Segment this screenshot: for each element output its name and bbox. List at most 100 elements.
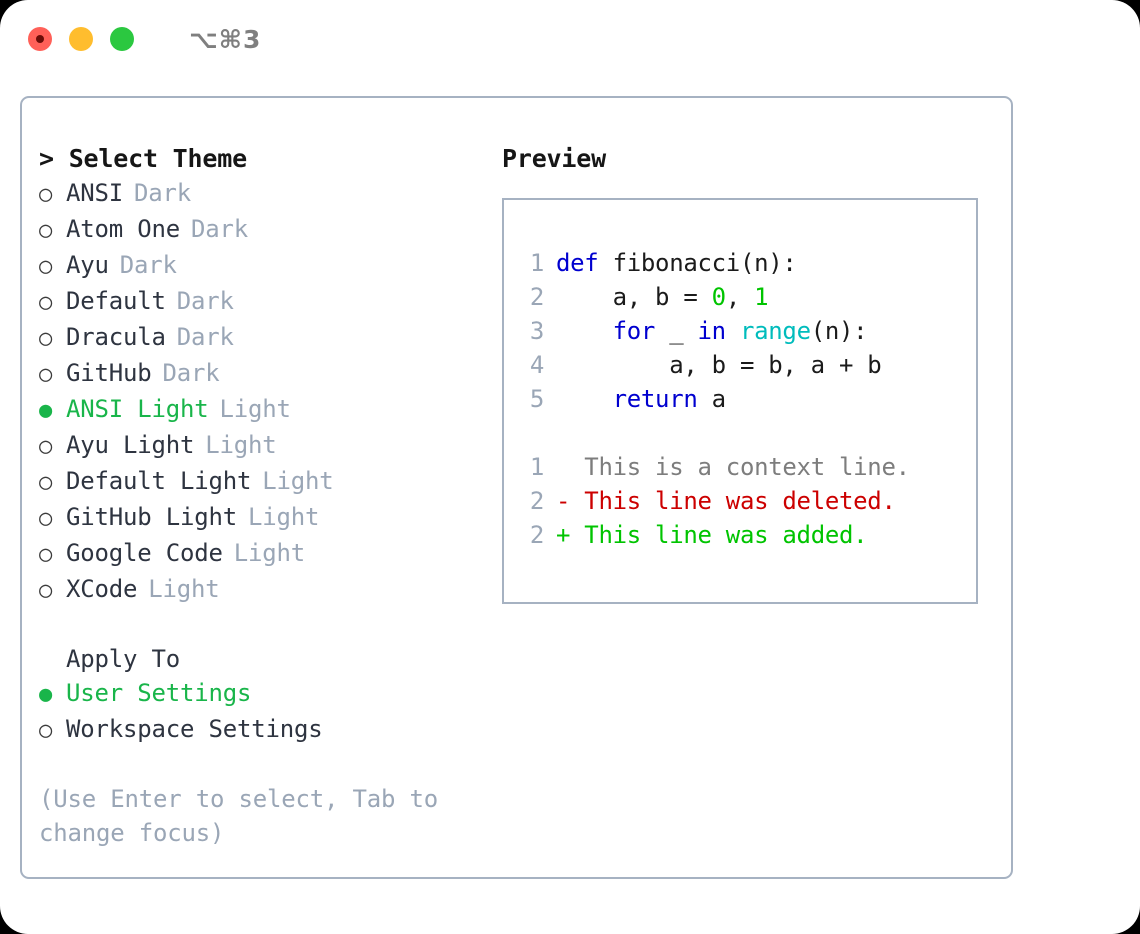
code-token-plain: a [697, 385, 726, 413]
spacer [39, 608, 487, 642]
traffic-lights [28, 27, 134, 51]
zoom-button-icon[interactable] [110, 27, 134, 51]
radio-unselected-icon[interactable]: ○ [39, 434, 53, 459]
radio-unselected-icon[interactable]: ○ [39, 470, 53, 495]
code-token-kw: for [612, 317, 656, 345]
diff-sign: - [556, 487, 571, 515]
diff-sign: + [556, 521, 571, 549]
theme-kind-badge: Light [205, 431, 277, 459]
code-token-plain [556, 317, 613, 345]
theme-name-label: Default Light [66, 467, 252, 495]
diff-sample: 1 This is a context line. 2- This line wa… [518, 450, 976, 552]
radio-unselected-icon[interactable]: ○ [39, 506, 53, 531]
code-text: for _ in range(n): [556, 314, 868, 348]
theme-name-label: XCode [66, 575, 138, 603]
code-line: 4 a, b = b, a + b [518, 348, 976, 382]
line-number: 1 [529, 249, 544, 277]
code-token-fn: range [739, 317, 811, 345]
theme-kind-badge: Light [233, 539, 305, 567]
diff-text: This is a context line. [570, 453, 910, 481]
theme-name-label: Ayu [66, 251, 109, 279]
radio-unselected-icon[interactable]: ○ [39, 326, 53, 351]
code-text: return a [556, 382, 727, 416]
keyboard-hint: (Use Enter to select, Tab to change focu… [39, 785, 438, 847]
theme-list-item[interactable]: ○ Ayu Light Light [39, 428, 487, 464]
theme-list-item[interactable]: ○ GitHub Dark [39, 356, 487, 392]
theme-name-label: Google Code [66, 539, 223, 567]
line-number: 5 [529, 385, 544, 413]
theme-kind-badge: Light [262, 467, 334, 495]
apply-to-heading: Apply To [66, 645, 180, 673]
diff-line: 2+ This line was added. [518, 518, 976, 552]
code-token-plain [556, 385, 613, 413]
minimize-button-icon[interactable] [69, 27, 93, 51]
theme-kind-badge: Dark [176, 287, 234, 315]
theme-kind-badge: Dark [162, 359, 220, 387]
page-title: > Select Theme [39, 144, 247, 173]
theme-kind-badge: Light [219, 395, 291, 423]
radio-unselected-icon[interactable]: ○ [39, 218, 53, 243]
preview-heading: Preview [502, 144, 606, 173]
code-line: 1 def fibonacci(n): [518, 246, 976, 280]
apply-to-option[interactable]: ○ Workspace Settings [39, 712, 487, 748]
code-token-plain: a, b = [556, 283, 712, 311]
radio-unselected-icon[interactable]: ○ [39, 362, 53, 387]
theme-name-label: GitHub Light [66, 503, 237, 531]
spacer [518, 416, 976, 450]
code-token-num: 0 [711, 283, 726, 311]
radio-unselected-icon[interactable]: ○ [39, 578, 53, 603]
radio-unselected-icon[interactable]: ○ [39, 718, 53, 743]
code-token-plain: , [725, 283, 755, 311]
title-bar: ⌥⌘3 [0, 0, 1140, 78]
theme-list-item[interactable]: ○ Default Light Light [39, 464, 487, 500]
theme-kind-badge: Light [248, 503, 320, 531]
code-text: a, b = 0, 1 [556, 280, 769, 314]
line-number: 4 [529, 351, 544, 379]
line-number: 2 [529, 487, 544, 515]
theme-name-label: Dracula [66, 323, 166, 351]
code-text: def fibonacci(n): [556, 246, 797, 280]
radio-selected-icon[interactable]: ● [39, 682, 53, 707]
radio-selected-icon[interactable]: ● [39, 398, 53, 423]
diff-line: 1 This is a context line. [518, 450, 976, 484]
radio-unselected-icon[interactable]: ○ [39, 290, 53, 315]
line-number: 1 [529, 453, 544, 481]
diff-sign [556, 450, 570, 484]
line-number: 2 [529, 283, 544, 311]
code-token-plain: a, b = b, a + b [556, 351, 882, 379]
theme-list-item[interactable]: ○ GitHub Light Light [39, 500, 487, 536]
theme-kind-badge: Dark [119, 251, 177, 279]
theme-kind-badge: Dark [191, 215, 248, 243]
apply-to-list[interactable]: ● User Settings ○ Workspace Settings [39, 676, 487, 748]
theme-list-item[interactable]: ○ Google Code Light [39, 536, 487, 572]
apply-to-label: User Settings [66, 679, 252, 707]
line-number: 3 [529, 317, 544, 345]
diff-text: This line was deleted. [570, 487, 896, 515]
theme-name-label: GitHub [66, 359, 152, 387]
apply-to-option[interactable]: ● User Settings [39, 676, 487, 712]
code-line: 2 a, b = 0, 1 [518, 280, 976, 314]
code-token-kw: return [612, 385, 698, 413]
theme-list-item[interactable]: ● ANSI Light Light [39, 392, 487, 428]
theme-list-item[interactable]: ○ Ayu Dark [39, 248, 487, 284]
code-text: a, b = b, a + b [556, 348, 882, 382]
theme-name-label: ANSI Light [66, 395, 209, 423]
code-line: 3 for _ in range(n): [518, 314, 976, 348]
theme-name-label: Ayu Light [66, 431, 195, 459]
radio-unselected-icon[interactable]: ○ [39, 254, 53, 279]
code-token-num: 1 [754, 283, 769, 311]
theme-name-label: Atom One [66, 215, 180, 243]
theme-list-item[interactable]: ○ Atom One Dark [39, 212, 487, 248]
close-button-icon[interactable] [28, 27, 52, 51]
radio-unselected-icon[interactable]: ○ [39, 542, 53, 567]
apply-to-label: Workspace Settings [66, 715, 323, 743]
radio-unselected-icon[interactable]: ○ [39, 182, 53, 207]
